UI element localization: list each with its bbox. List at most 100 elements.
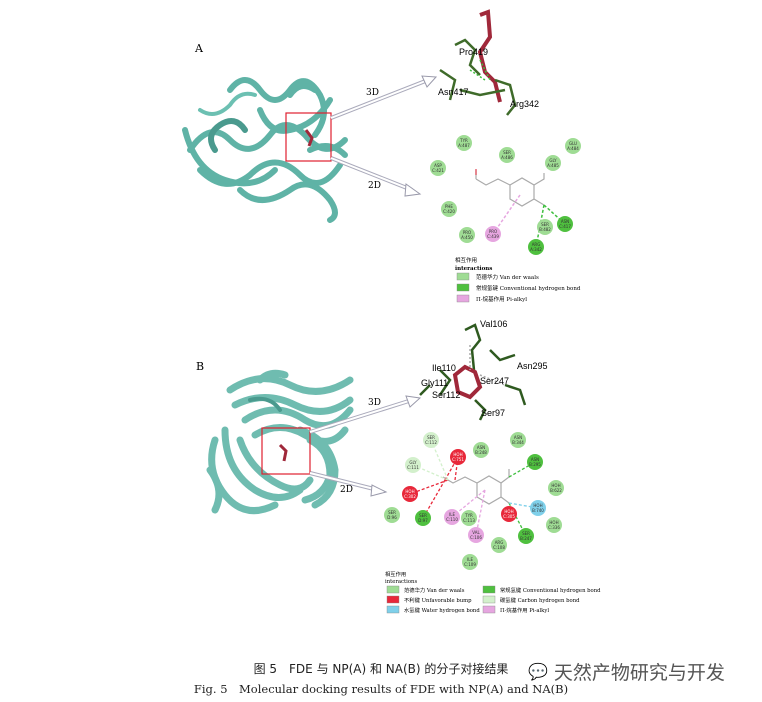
ligand-b-2d (442, 469, 510, 505)
residue-name: ILE (467, 557, 473, 562)
legend-b-swatch-vdw (386, 585, 400, 594)
residue-name: TYR (464, 513, 473, 518)
residue-bubble (546, 517, 562, 533)
residue-name: SER (388, 510, 396, 515)
residue-id: C:111 (407, 465, 419, 470)
legend-b-item-bump: 不利键 Unfavorable bump (404, 596, 472, 604)
residue-bubble (537, 219, 553, 235)
residue3d-a-1: Asn417 (438, 87, 469, 97)
residue-bubble (485, 226, 501, 242)
legend-a-swatch-vdw (456, 272, 470, 281)
residue3d-b-5: Ser112 (432, 390, 460, 400)
residue-name: SER (419, 513, 427, 518)
residue3d-b-6: Ser97 (481, 408, 505, 418)
residue-bubble (423, 432, 439, 448)
residue-bubble (491, 537, 507, 553)
legend-a-item-hbond: 常规氢键 Conventional hydrogen bond (476, 284, 581, 292)
residue-id: C:110 (446, 517, 458, 522)
residue-id: C:112 (425, 440, 437, 445)
residue-name: SER (522, 531, 530, 536)
residue-bubble (461, 510, 477, 526)
residue-id: B:247 (520, 536, 532, 541)
residue3d-b-1: Ile110 (432, 363, 456, 373)
residue-bubble (468, 527, 484, 543)
residue-bubble (402, 486, 418, 502)
residue-name: HOH (549, 520, 558, 525)
residue-bubble (430, 160, 446, 176)
residue-id: A:342 (530, 247, 542, 252)
residue-id: C:336 (548, 525, 560, 530)
residue-id: A:484 (567, 146, 579, 151)
residue-name: ARG (495, 540, 504, 545)
residue-bubble (444, 509, 460, 525)
arrow-2d-b-label: 2D (340, 485, 353, 495)
residue-name: SER (503, 150, 511, 155)
arrow-2d-a (330, 156, 422, 197)
legend-a-item-vdw: 范德华力 Van der waals (476, 273, 539, 281)
binding-site-b-3d (419, 323, 527, 421)
residues-2d-a: TYRA:487SERA:486GLUA:484ASPC:421GLYA:485… (430, 135, 581, 255)
protein-a-structure (182, 77, 348, 223)
binding-site-box-a (285, 112, 332, 162)
residue-bubble (545, 155, 561, 171)
residue-id: C:106 (470, 535, 482, 540)
wechat-icon: 💬 (528, 662, 548, 681)
legend-a-title-cn: 相互作用 (455, 256, 477, 264)
residue-bubble (462, 554, 478, 570)
residue-bubble (499, 147, 515, 163)
legend-b-swatch-hbond (482, 585, 496, 594)
binding-site-a-3d (439, 9, 517, 116)
residue-id: C:305 (503, 514, 515, 519)
residue-id: C:417 (559, 224, 571, 229)
residue-id: D:97 (418, 518, 428, 523)
residues-2d-b: SERC:112HOHC:751ASNB:248ASNB:344GLYC:111… (384, 432, 564, 570)
residue-name: PHE (445, 204, 453, 209)
watermark: 💬 天然产物研究与开发 (528, 658, 725, 685)
residue-bubble (501, 506, 517, 522)
residue-name: SER (541, 222, 549, 227)
residue-name: HOH (551, 483, 560, 488)
arrow-3d-a (330, 75, 438, 120)
residue-name: SER (427, 435, 435, 440)
residue-bubble (548, 480, 564, 496)
residue-id: A:485 (547, 163, 559, 168)
residue-bubble (415, 510, 431, 526)
legend-b-item-hbond: 常规氢键 Conventional hydrogen bond (500, 586, 601, 594)
arrow-3d-a-label: 3D (366, 88, 379, 98)
legend-b-title-cn: 相互作用 (385, 570, 406, 578)
residue-bubble (459, 227, 475, 243)
protein-b-structure (206, 369, 354, 515)
residue-id: C:420 (443, 209, 455, 214)
residue-id: C:751 (452, 457, 464, 462)
residue-id: D:96 (387, 515, 397, 520)
residue-id: A:486 (501, 155, 513, 160)
residue-id: C:113 (463, 518, 475, 523)
residue3d-b-3: Ser247 (480, 376, 509, 386)
residue3d-a-0: Pro419 (459, 47, 488, 57)
residue-id: B:295 (529, 462, 541, 467)
legend-b-item-pialkyl: Π-烷基作用 Pi-alkyl (500, 606, 549, 614)
residue-name: HOH (533, 503, 542, 508)
legend-b-swatch-carbon-h (482, 595, 496, 604)
binding-site-box-b (261, 427, 311, 475)
legend-b-title-en: interactions (385, 579, 417, 585)
residue-name: ASN (514, 435, 522, 440)
legend-a: 相互作用 interactions 范德华力 Van der waals 常规氢… (455, 256, 581, 303)
